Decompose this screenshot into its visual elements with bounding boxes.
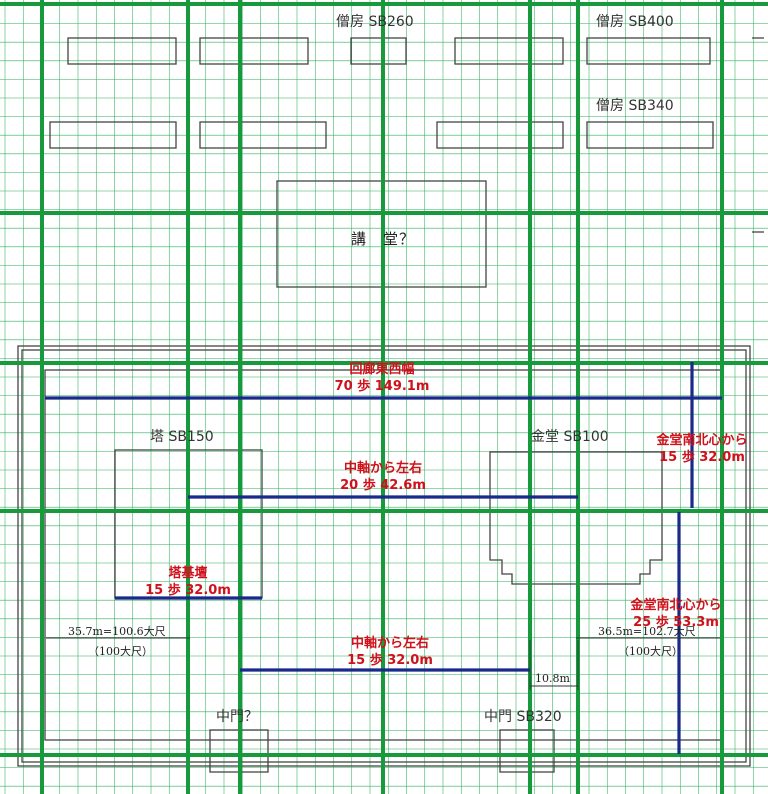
center-axis-20-label-1: 中軸から左右 xyxy=(344,460,422,476)
sobo-sb340-label: 僧房 SB340 xyxy=(596,98,674,114)
to-base-label-2: 15 歩 32.0m xyxy=(145,582,231,598)
kodo-label: 講 堂？ xyxy=(351,230,415,248)
center-axis-20-label-2: 20 歩 42.6m xyxy=(340,477,426,493)
kondo-25-label-1: 金堂南北心から xyxy=(629,597,721,613)
sobo-block xyxy=(586,121,714,149)
chumon-q-label: 中門？ xyxy=(216,709,258,725)
kondo-outline xyxy=(489,451,663,585)
sobo-sb400-label: 僧房 SB400 xyxy=(596,14,674,30)
sobo-block xyxy=(454,37,564,65)
left-unit-note: （100大尺） xyxy=(88,644,153,658)
sobo-block xyxy=(586,37,711,65)
center-axis-15-label-1: 中軸から左右 xyxy=(351,635,429,651)
left-distance-note: 35.7m=100.6大尺 xyxy=(68,624,166,638)
kondo-sb100-label: 金堂 SB100 xyxy=(531,429,609,445)
sobo-block xyxy=(199,121,327,149)
sobo-block xyxy=(436,121,564,149)
sobo-block xyxy=(199,37,309,65)
right-distance-note: 36.5m=102.7大尺 xyxy=(598,624,696,638)
kairo-width-label-1: 回廊東西幅 xyxy=(349,361,414,377)
sobo-block xyxy=(350,37,407,65)
to-sb150-label: 塔 SB150 xyxy=(150,429,214,445)
kairo-width-label-2: 70 歩 149.1m xyxy=(335,378,430,394)
sobo-block xyxy=(49,121,177,149)
gap-note: 10.8m xyxy=(535,672,570,685)
center-axis-15-label-2: 15 歩 32.0m xyxy=(347,652,433,668)
kondo-15-label-1: 金堂南北心から xyxy=(655,432,747,448)
chumon-sb320-label: 中門 SB320 xyxy=(484,709,562,725)
sobo-sb260-label: 僧房 SB260 xyxy=(336,14,414,30)
kondo-15-label-2: 15 歩 32.0m xyxy=(659,449,745,465)
sobo-block xyxy=(67,37,177,65)
chumon-right xyxy=(499,729,555,773)
annotations: 回廊東西幅 70 歩 149.1m 中軸から左右 20 歩 42.6m 金堂南北… xyxy=(145,361,747,668)
measurement-lines xyxy=(45,362,722,754)
to-base-label-1: 塔基壇 xyxy=(168,565,207,581)
right-unit-note: （100大尺） xyxy=(618,644,683,658)
kondo-25-label-2: 25 歩 53.3m xyxy=(633,614,719,630)
dimension-lines xyxy=(46,637,720,690)
